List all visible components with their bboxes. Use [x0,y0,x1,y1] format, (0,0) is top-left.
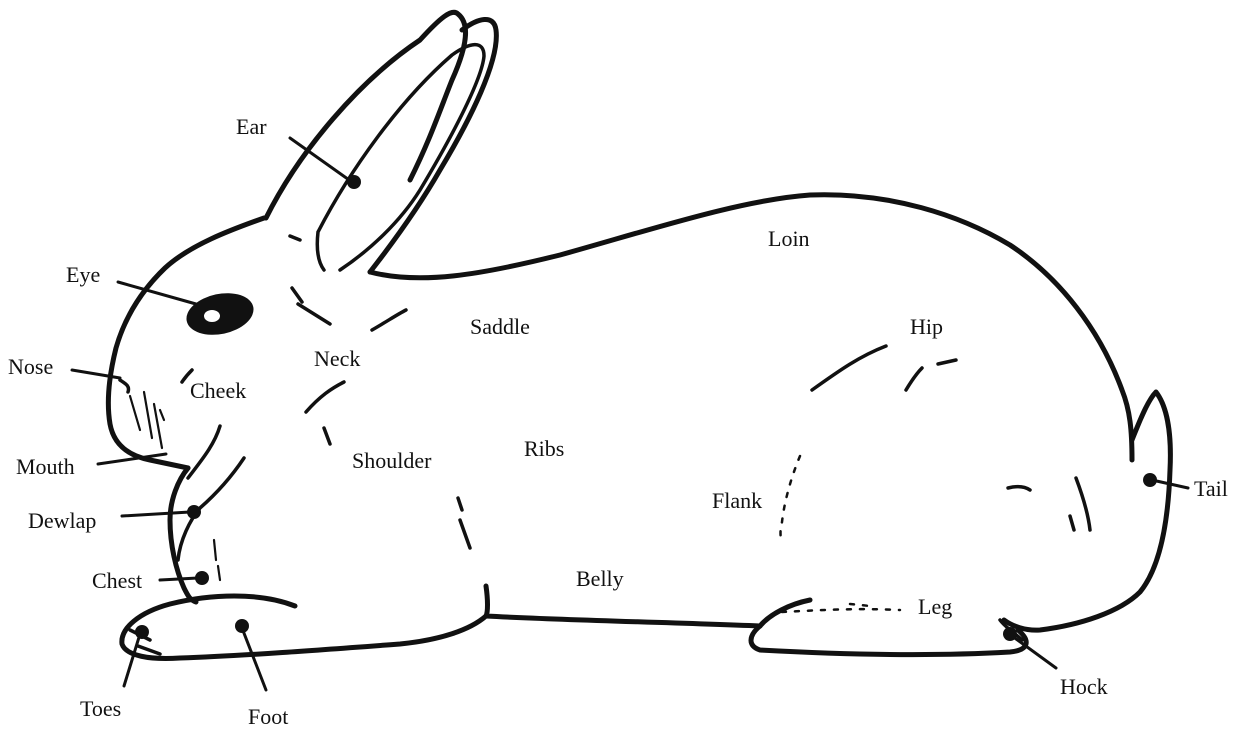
eye-leader [118,282,196,304]
hip-marks [812,346,956,390]
dewlap-leader [122,512,190,516]
rump-marks [1008,478,1090,530]
foot-dot [235,619,249,633]
belly-outline [486,586,760,626]
label-toes: Toes [80,696,121,721]
label-hip: Hip [910,314,943,339]
inner-ear-outline [317,45,484,270]
toes-leader [124,634,140,686]
dewlap-detail [178,426,244,560]
label-ribs: Ribs [524,436,564,461]
hind-foot-outline [751,600,1026,654]
leaders [72,138,1188,690]
chest-leader [160,578,198,580]
chest-dot [195,571,209,585]
hock-dot [1003,627,1017,641]
dewlap-dot [187,505,201,519]
front-foot-outline [122,596,486,658]
label-flank: Flank [712,488,762,513]
label-mouth: Mouth [16,454,75,479]
leg-dashes [782,604,900,612]
eye-shape [183,287,258,340]
ear-outline [266,12,496,272]
label-hock: Hock [1060,674,1108,699]
label-shoulder: Shoulder [352,448,432,473]
ear-dot [347,175,361,189]
label-chest: Chest [92,568,142,593]
label-leg: Leg [918,594,952,619]
label-neck: Neck [314,346,360,371]
label-ear: Ear [236,114,267,139]
label-saddle: Saddle [470,314,530,339]
eye-highlight [204,310,220,322]
tail-dot [1143,473,1157,487]
toes-dot [135,625,149,639]
labels: Ear Eye Nose Mouth Dewlap Chest Toes Foo… [8,114,1228,729]
rabbit-drawing [108,12,1170,658]
label-loin: Loin [768,226,810,251]
head-outline [108,218,264,468]
flank-dashes [781,456,801,544]
label-foot: Foot [248,704,288,729]
chest-hair-marks [214,540,220,580]
label-tail: Tail [1194,476,1228,501]
label-dewlap: Dewlap [28,508,96,533]
label-belly: Belly [576,566,624,591]
label-eye: Eye [66,262,100,287]
foot-leader [242,628,266,690]
label-nose: Nose [8,354,53,379]
nose-mark [120,380,129,392]
label-cheek: Cheek [190,378,246,403]
whiskers [130,392,164,448]
